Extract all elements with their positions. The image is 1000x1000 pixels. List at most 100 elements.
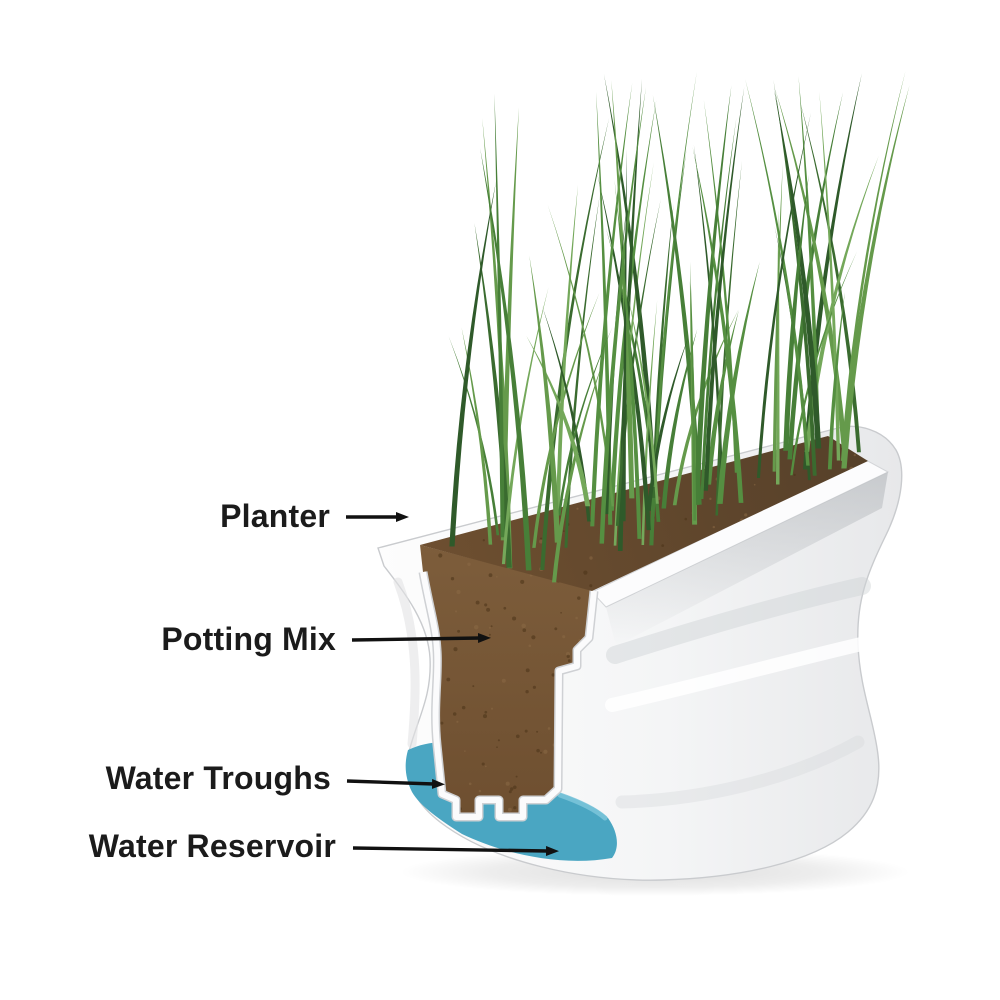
soil-speckle [551, 673, 555, 677]
grass-blade [599, 87, 646, 544]
grass-blade [672, 309, 739, 506]
grass-blade [552, 354, 606, 583]
soil-speckle [488, 573, 493, 578]
soil-speckle [487, 459, 491, 463]
soil-speckle [482, 714, 488, 719]
soil-speckle [426, 438, 430, 442]
soil-speckle [709, 497, 712, 501]
soil-speckle [684, 517, 688, 521]
soil-speckle [440, 721, 444, 725]
label-potting-mix: Potting Mix [161, 621, 336, 657]
soil-speckle [456, 589, 461, 595]
soil-speckle [456, 720, 459, 723]
grass-blade [564, 194, 600, 548]
soil-speckle [522, 628, 527, 632]
soil-speckle [513, 806, 517, 810]
soil-speckle [744, 513, 748, 517]
grass-blade [590, 82, 633, 527]
soil-speckle [661, 544, 665, 547]
soil-speckle [532, 685, 536, 689]
soil-speckle [453, 647, 458, 652]
body-lower-shadow [615, 735, 865, 809]
grass [448, 71, 910, 583]
soil-speckle [547, 727, 551, 730]
soil-speckle [472, 685, 475, 688]
soil-speckle [484, 765, 487, 768]
soil-speckle [567, 659, 571, 663]
grass-blade [700, 117, 737, 500]
grass-blade [614, 179, 642, 539]
soil-speckle [490, 707, 494, 710]
soil-speckle [486, 635, 489, 639]
grass-blade [800, 102, 861, 453]
grass-blade [626, 290, 659, 504]
soil-speckle [481, 762, 485, 766]
soil-speckle [589, 556, 593, 560]
soil-speckle [543, 749, 548, 754]
soil-speckle [468, 782, 472, 786]
soil-speckle [554, 627, 558, 631]
grass-blade [597, 172, 651, 531]
soil-speckle [524, 729, 528, 733]
soil-speckle [495, 575, 498, 578]
soil-speckle [490, 625, 493, 628]
soil-speckle [505, 781, 510, 786]
soil-speckle [520, 579, 525, 584]
soil-speckle [544, 451, 548, 455]
soil-speckle [536, 730, 539, 733]
grass-blade [775, 90, 847, 449]
soil-speckle [576, 507, 579, 510]
grass-blade [494, 93, 505, 538]
soil-speckle [428, 527, 432, 530]
grass-blade [611, 80, 635, 499]
grass-blade [715, 160, 742, 516]
soil-speckle [513, 785, 517, 790]
grass-blade [661, 329, 698, 509]
grass-blade [694, 85, 732, 505]
soil-speckle [528, 644, 532, 648]
grass-blade [745, 79, 810, 466]
soil-speckle [521, 623, 526, 629]
soil-speckle [454, 610, 458, 613]
label-water-reservoir: Water Reservoir [88, 828, 336, 864]
soil-speckle [581, 451, 586, 456]
soil-speckle [562, 530, 565, 532]
soil-speckle [497, 739, 500, 742]
water-troughs-arrow-icon [346, 778, 445, 789]
grass-blade [827, 292, 845, 470]
grass-blade [448, 336, 500, 536]
soil-speckle [452, 712, 457, 716]
water-reservoir-arrow-icon [352, 845, 559, 856]
soil-speckle [566, 654, 570, 659]
soil-speckle [482, 539, 485, 542]
grass-blade [615, 198, 661, 526]
soil-speckle [446, 677, 451, 682]
soil-speckle [539, 539, 544, 544]
water-surface-highlight [557, 792, 608, 821]
grass-blade [841, 85, 910, 469]
soil-speckle [525, 668, 530, 673]
grass-blade [787, 92, 843, 460]
soil-speckle [510, 787, 514, 791]
soil-speckle [753, 483, 756, 486]
label-water-troughs: Water Troughs [105, 760, 331, 796]
grass-blade [706, 310, 739, 485]
soil-speckle [583, 570, 588, 575]
soil-speckle [503, 606, 507, 610]
soil-speckle [712, 525, 716, 529]
grass-blade [649, 149, 687, 546]
soil-speckle [473, 624, 479, 630]
label-planter: Planter [220, 498, 330, 534]
grass-blade [555, 184, 578, 515]
soil-speckle [577, 596, 581, 600]
soil-speckle [515, 775, 518, 778]
soil-speckle [536, 748, 540, 753]
grass-blade [480, 148, 532, 571]
grass-blade [783, 174, 809, 451]
grass-blade [526, 335, 591, 507]
grass-blade [501, 287, 549, 565]
soil-speckle [793, 473, 796, 477]
soil-cross-section [420, 545, 592, 817]
